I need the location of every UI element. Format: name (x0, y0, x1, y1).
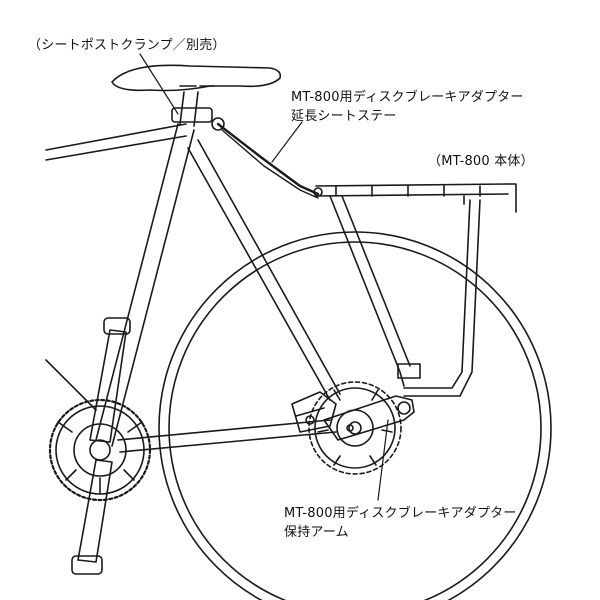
holding-arm-label-line1: MT-800用ディスクブレーキアダプター (284, 504, 517, 523)
leader-clamp (140, 54, 178, 114)
rear-wheel (159, 232, 551, 600)
extension-stay-label: MT-800用ディスクブレーキアダプター 延長シートステー (291, 88, 524, 126)
rack-body-label: （MT-800 本体） (428, 152, 534, 171)
extension-stay-label-line1: MT-800用ディスクブレーキアダプター (291, 88, 524, 107)
extension-seat-stay (218, 124, 318, 198)
holding-arm-label: MT-800用ディスクブレーキアダプター 保持アーム (284, 504, 517, 542)
holding-arm-label-line2: 保持アーム (284, 523, 517, 542)
seatpost-clamp (172, 108, 224, 130)
seatpost (180, 92, 198, 126)
extension-stay-label-line2: 延長シートステー (291, 107, 524, 126)
leader-stay (272, 122, 302, 162)
saddle (112, 65, 280, 90)
seatpost-clamp-label: （シートポストクランプ／別売） (28, 36, 226, 55)
rack-body (314, 184, 516, 396)
crank-arm (72, 318, 130, 574)
